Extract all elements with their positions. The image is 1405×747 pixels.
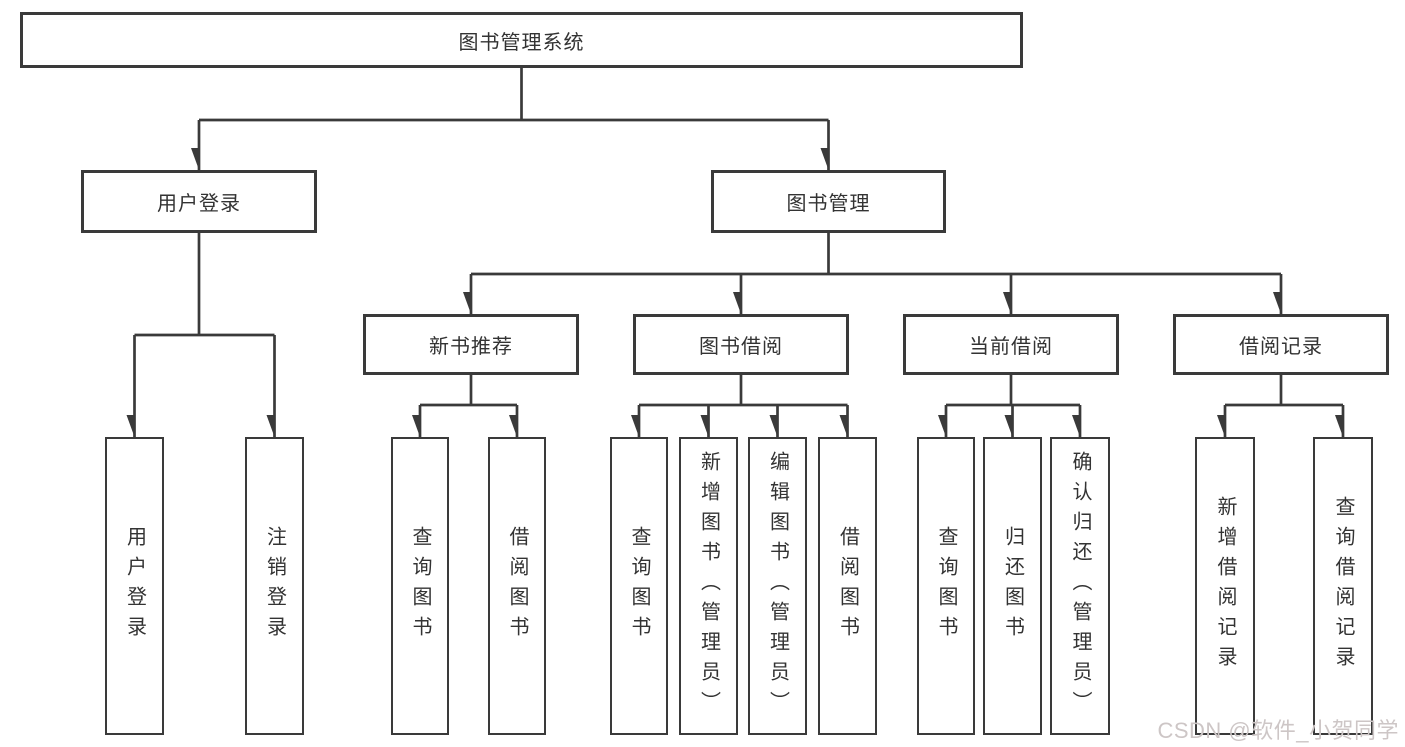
leaf-confirm-return-admin: 确认归还（管理员） — [1050, 437, 1110, 735]
leaf-return-book: 归还图书 — [983, 437, 1042, 735]
leaf-add-borrow-record: 新增借阅记录 — [1195, 437, 1255, 735]
leaf-logout: 注销登录 — [245, 437, 304, 735]
node-current-borrowing: 当前借阅 — [903, 314, 1119, 375]
leaf-borrow-books-borrowing: 借阅图书 — [818, 437, 877, 735]
leaf-edit-book-admin: 编辑图书（管理员） — [748, 437, 807, 735]
leaf-borrow-books-recommend: 借阅图书 — [488, 437, 546, 735]
node-borrowing-records: 借阅记录 — [1173, 314, 1389, 375]
node-new-book-recommend: 新书推荐 — [363, 314, 579, 375]
watermark: CSDN @软件_小贺同学 — [1157, 718, 1399, 743]
leaf-user-login: 用户登录 — [105, 437, 164, 735]
node-book-management: 图书管理 — [711, 170, 946, 233]
leaf-add-book-admin: 新增图书（管理员） — [679, 437, 738, 735]
node-user-login: 用户登录 — [81, 170, 317, 233]
node-book-borrowing: 图书借阅 — [633, 314, 849, 375]
leaf-query-books-borrowing: 查询图书 — [610, 437, 668, 735]
leaf-query-borrow-record: 查询借阅记录 — [1313, 437, 1373, 735]
leaf-query-books-current: 查询图书 — [917, 437, 975, 735]
node-root: 图书管理系统 — [20, 12, 1023, 68]
leaf-query-books-recommend: 查询图书 — [391, 437, 449, 735]
